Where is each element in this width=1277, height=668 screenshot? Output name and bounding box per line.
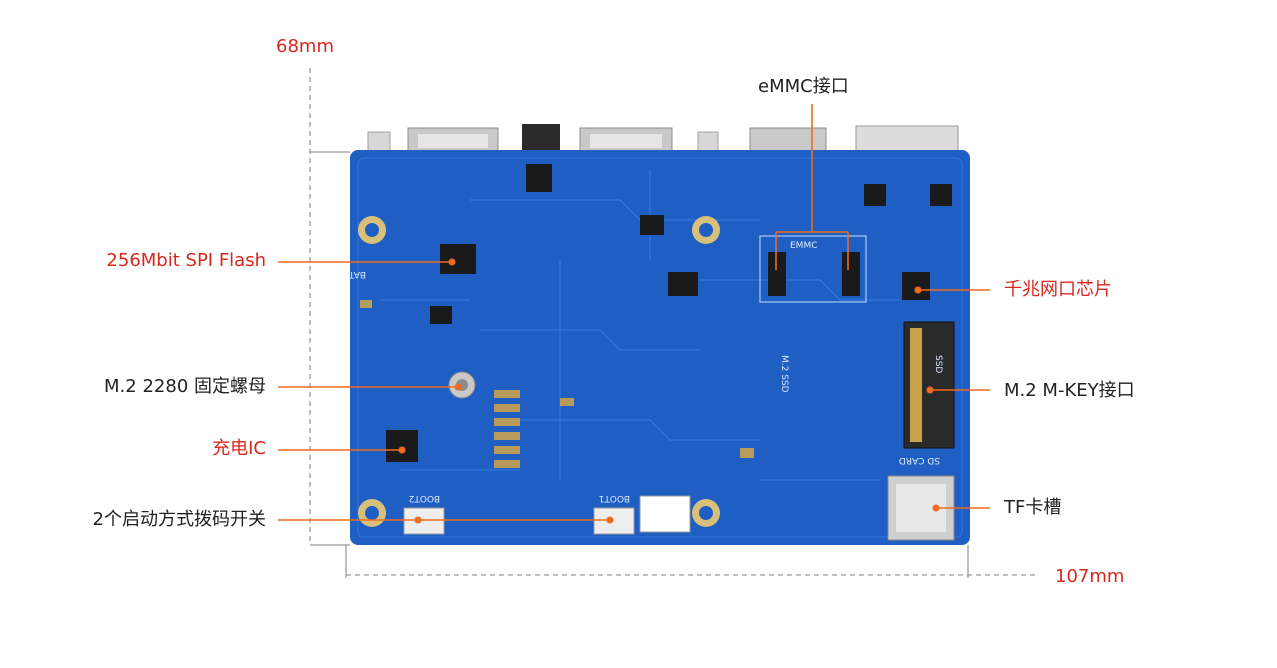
silk-ssd: M.2 SSD (779, 355, 789, 393)
mounting-holes (358, 216, 720, 527)
dimension-ticks (310, 151, 969, 578)
silk-bat: BAT (348, 269, 366, 279)
pcb-board (350, 150, 970, 545)
emmc-label: eMMC接口 (758, 76, 849, 97)
charge-ic-label: 充电IC (212, 438, 266, 459)
leader-dots (398, 258, 940, 524)
leader-lines (278, 104, 990, 521)
m2-mkey-label: M.2 M-KEY接口 (1004, 380, 1135, 401)
silk-ssd2: SSD (933, 355, 943, 373)
pcb-chips (386, 164, 952, 462)
silk-boot2: BOOT2 (409, 493, 440, 503)
pcb-traces (380, 170, 900, 481)
height-dimension-label: 68mm (276, 36, 334, 57)
dimension-lines (309, 68, 1035, 576)
spi-flash-label: 256Mbit SPI Flash (106, 250, 266, 271)
m2-slot (903, 321, 955, 449)
m2-nut-label: M.2 2280 固定螺母 (104, 376, 266, 397)
pcb-components (360, 300, 754, 468)
width-dimension-label: 107mm (1055, 566, 1125, 587)
silk-sd-card: SD CARD (899, 455, 940, 465)
dip-switches (403, 495, 691, 535)
boot-switch-label: 2个启动方式拨码开关 (92, 509, 266, 530)
gigabit-chip-label: 千兆网口芯片 (1004, 279, 1112, 300)
emmc-outline (759, 235, 867, 303)
silk-emmc: EMMC (790, 241, 818, 251)
tf-slot-label: TF卡槽 (1004, 497, 1062, 518)
silk-boot1: BOOT1 (599, 493, 630, 503)
